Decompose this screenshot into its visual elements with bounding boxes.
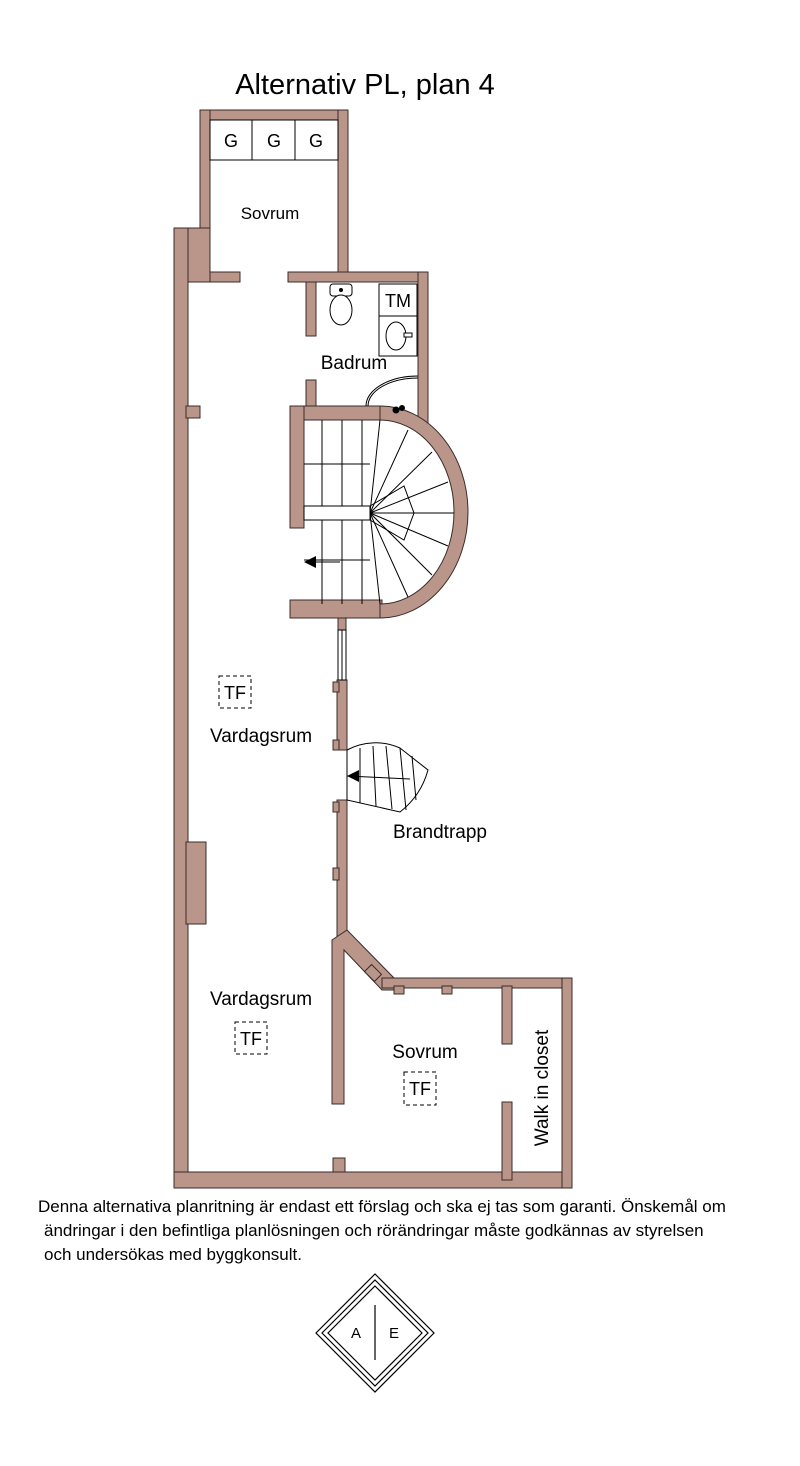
window-icon xyxy=(337,629,347,681)
wall-diagonal-nub xyxy=(363,963,383,983)
disclaimer-line-3: och undersökas med byggkonsult. xyxy=(44,1245,302,1264)
logo-letter-right: E xyxy=(389,1325,399,1342)
company-logo xyxy=(315,1273,435,1393)
wall-bath-left-stub xyxy=(305,281,317,337)
wall-left-pillar xyxy=(185,841,207,925)
walls xyxy=(173,109,573,1189)
toilet-icon xyxy=(329,283,353,326)
wall-closet-lower xyxy=(501,1101,513,1181)
wall-stair-left xyxy=(289,405,305,529)
wall-lower-bedroom-top xyxy=(381,977,573,989)
wall-middle-upper xyxy=(337,617,347,631)
wall-diagonal xyxy=(331,929,395,1105)
sink-icon xyxy=(378,315,418,357)
wall-middle-b-nub1 xyxy=(332,801,340,813)
tf-box-3 xyxy=(403,1071,437,1106)
tf-label-3: TF xyxy=(409,1079,431,1099)
room-sovrum-top: Sovrum xyxy=(241,204,300,223)
wall-stair-bottom xyxy=(289,599,383,619)
wall-lower-bedroom-top-nub2 xyxy=(441,985,453,995)
wall-top-bedroom-right xyxy=(337,109,349,283)
wall-bath-right xyxy=(417,271,429,431)
staircase-icon xyxy=(303,419,454,605)
wall-bottom-nub xyxy=(332,1157,346,1173)
wall-middle-a-nub1 xyxy=(332,681,340,693)
wall-closet-upper xyxy=(501,985,513,1045)
fire-escape-stair-icon xyxy=(346,742,429,813)
room-vardagsrum-upper: Vardagsrum xyxy=(210,726,312,747)
wall-left-nub xyxy=(185,405,201,419)
disclaimer-line-2: ändringar i den befintliga planlösningen… xyxy=(44,1221,704,1240)
wardrobe-label-2: G xyxy=(267,131,281,151)
stair-arrow-icon xyxy=(304,556,316,568)
room-brandtrapp: Brandtrapp xyxy=(393,822,487,843)
wall-lower-bedroom-right xyxy=(561,977,573,1189)
wall-stair-curve xyxy=(379,405,469,619)
tf-box-1 xyxy=(218,675,252,709)
wall-bath-left-lower xyxy=(305,379,317,409)
wardrobe-row xyxy=(209,119,339,161)
wall-middle-b-nub2 xyxy=(332,867,340,881)
washing-machine-label: TM xyxy=(385,291,411,311)
wall-bath-top xyxy=(287,271,429,283)
fire-escape-arrow-icon xyxy=(347,770,359,782)
room-walk-in-closet: Walk in closet xyxy=(532,1029,553,1146)
room-sovrum-bottom: Sovrum xyxy=(392,1042,457,1063)
wall-lower-bedroom-top-nub1 xyxy=(393,985,405,995)
disclaimer-line-1: Denna alternativa planritning är endast … xyxy=(38,1197,726,1216)
wardrobe-label-1: G xyxy=(224,131,238,151)
wall-left-outer xyxy=(173,227,189,1189)
logo-letter-left: A xyxy=(351,1325,361,1342)
plan-title: Alternativ PL, plan 4 xyxy=(235,69,495,101)
wall-middle-a-nub2 xyxy=(332,739,340,751)
wall-top-bedroom-top xyxy=(199,109,349,121)
shower-icon xyxy=(365,375,419,414)
tf-label-1: TF xyxy=(224,683,246,703)
tf-label-2: TF xyxy=(240,1029,262,1049)
room-badrum: Badrum xyxy=(321,353,388,374)
tf-box-2 xyxy=(234,1021,268,1055)
washing-machine xyxy=(378,283,418,317)
room-vardagsrum-lower: Vardagsrum xyxy=(210,989,312,1010)
wardrobe-label-3: G xyxy=(309,131,323,151)
